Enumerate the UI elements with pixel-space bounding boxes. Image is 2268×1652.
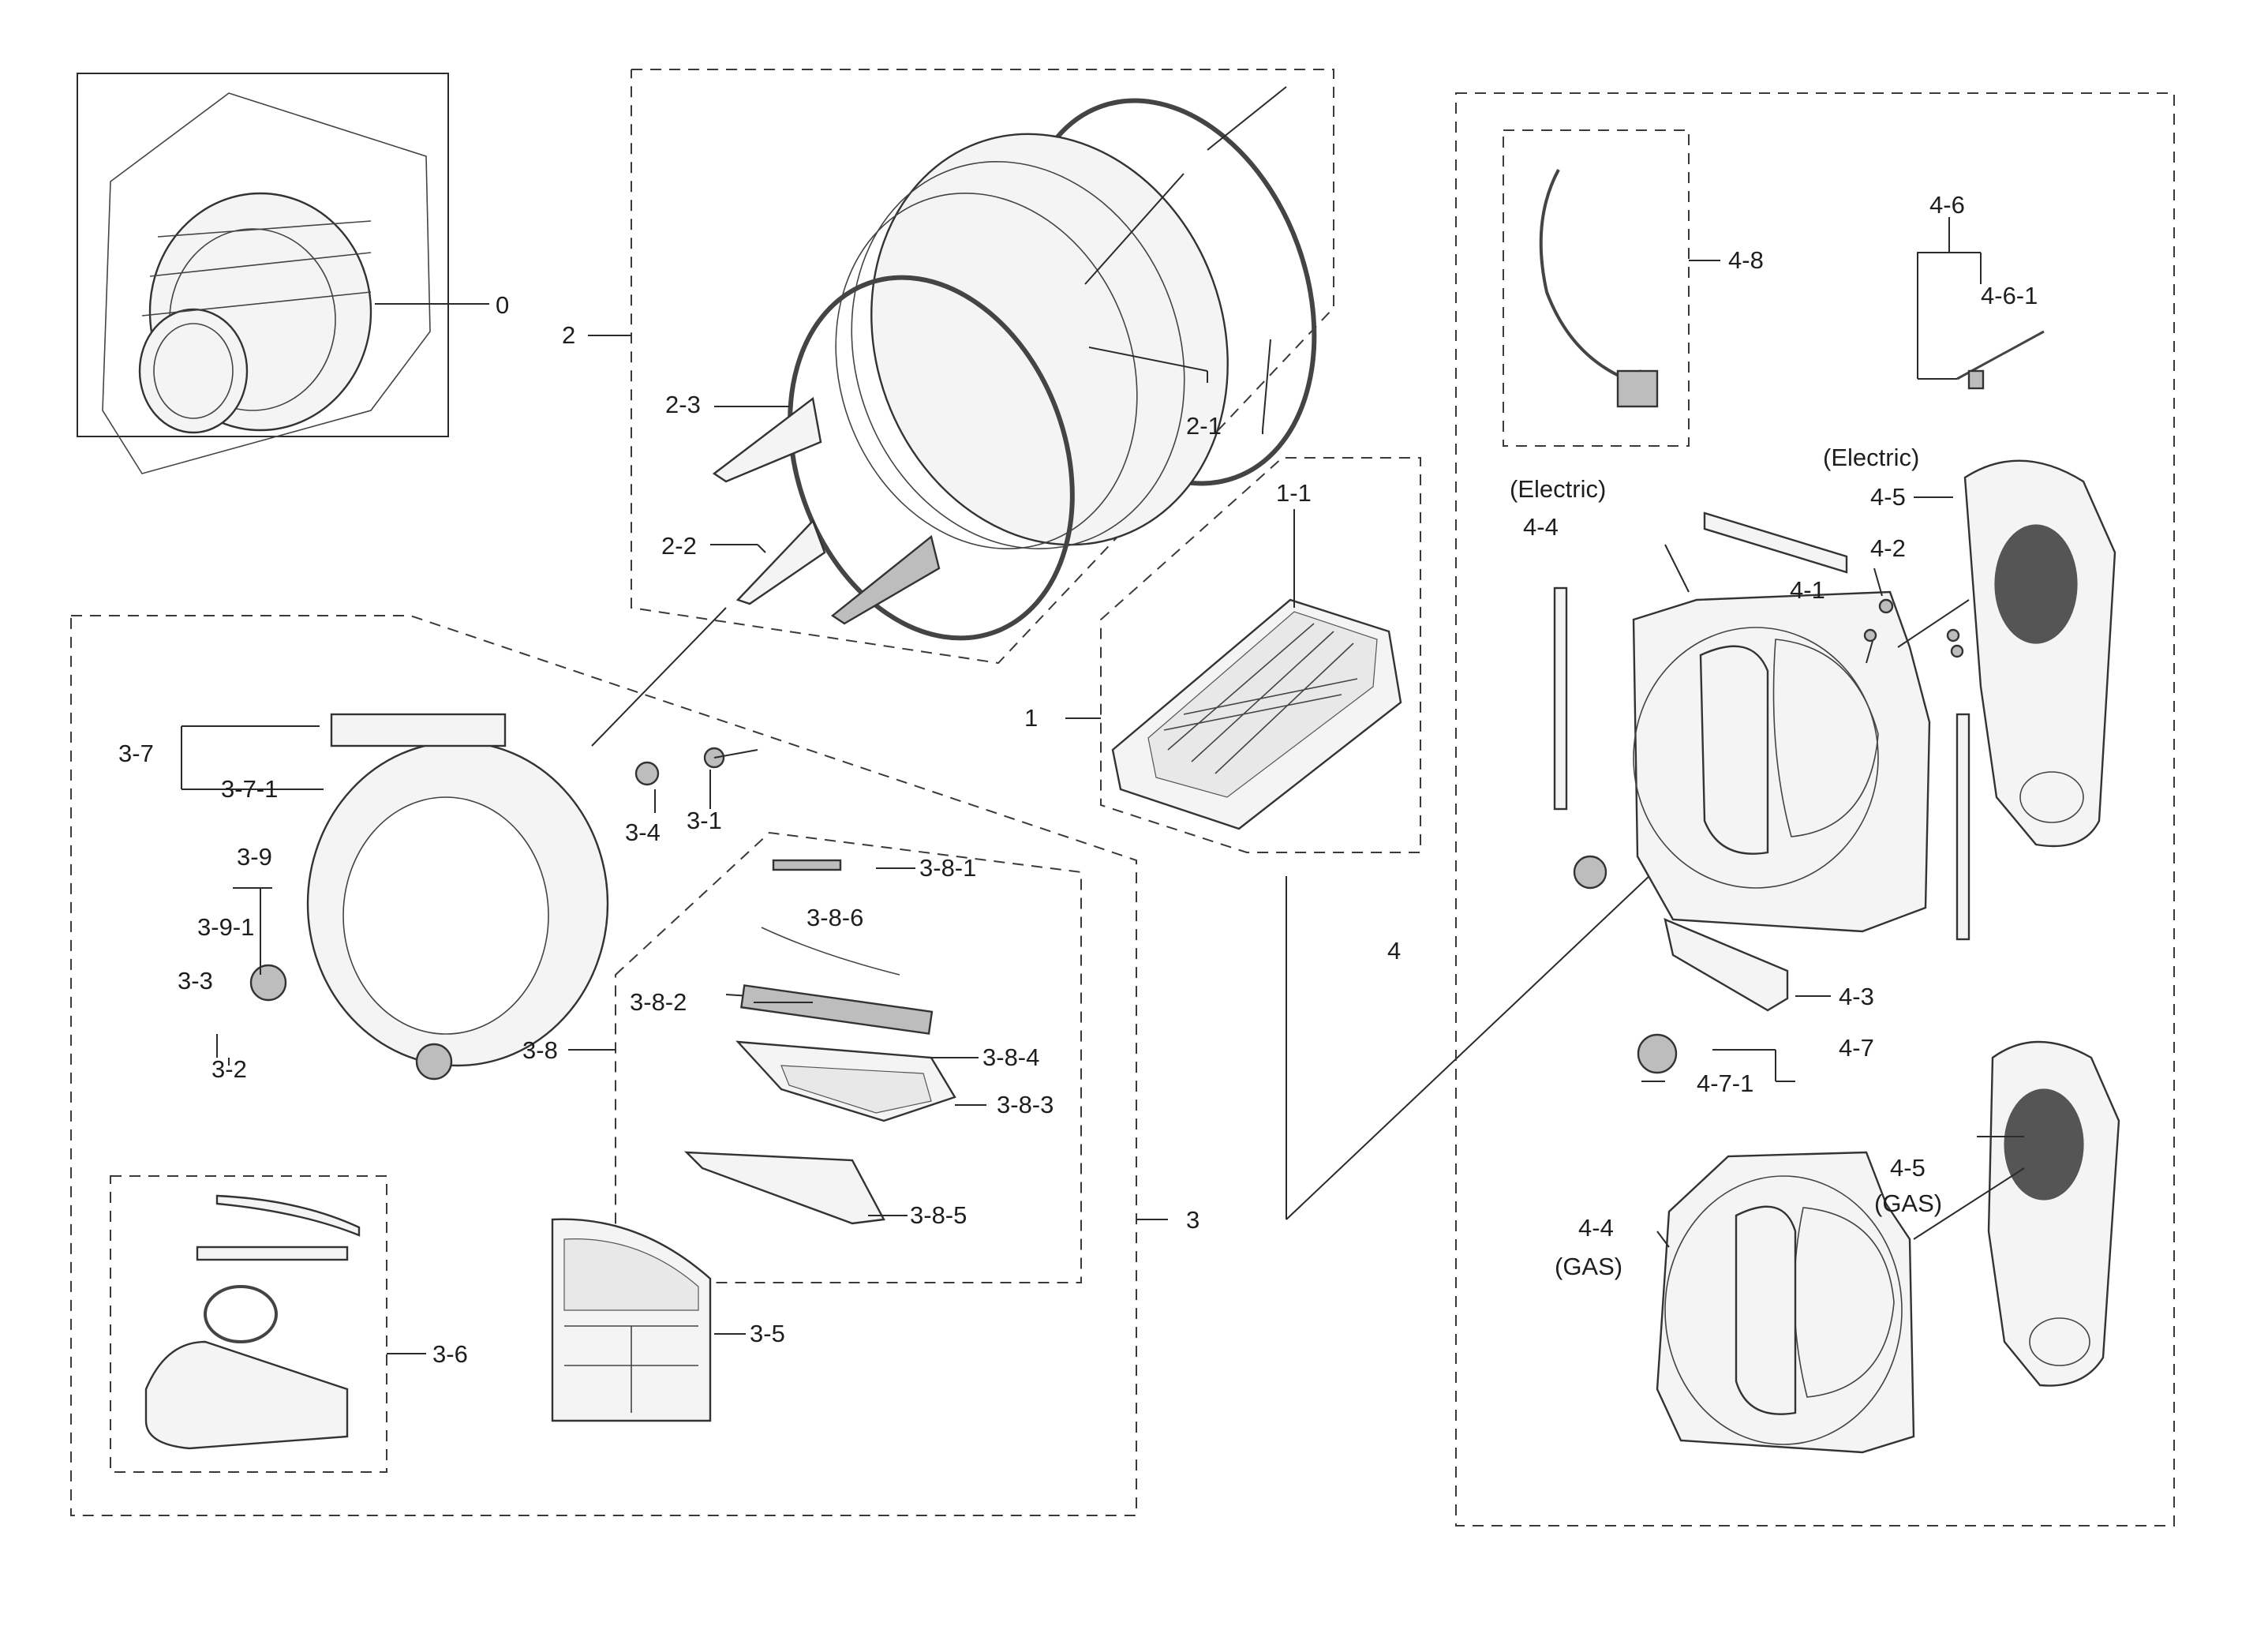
label-3-9: 3-9 [237, 843, 272, 871]
label-2-3: 2-3 [665, 391, 701, 418]
box-3-6 [110, 1175, 387, 1473]
label-3-6: 3-6 [432, 1340, 468, 1368]
box-4-8 [1503, 129, 1690, 447]
drum-front-seal [788, 275, 1075, 641]
label-gas-left: (GAS) [1555, 1253, 1622, 1280]
assembly-outline [102, 92, 431, 474]
drum-body [870, 133, 1229, 546]
group-1-filter [1065, 457, 1421, 853]
label-0: 0 [496, 291, 509, 319]
box-3 [70, 615, 1137, 1516]
label-3-8-3: 3-8-3 [997, 1091, 1054, 1118]
label-gas-right: (GAS) [1874, 1189, 1942, 1217]
group-3-front [70, 615, 1168, 1516]
label-4-4-electric: 4-4 [1523, 513, 1559, 541]
label-4-7: 4-7 [1839, 1034, 1874, 1062]
drum-lifter-3 [830, 534, 941, 625]
label-3-2: 3-2 [211, 1055, 247, 1083]
label-3-7: 3-7 [118, 740, 154, 767]
label-4-5-electric: 4-5 [1870, 483, 1906, 511]
label-4-1: 4-1 [1790, 576, 1825, 604]
bracket-4-3 [1664, 917, 1789, 1012]
label-3-8-5: 3-8-5 [910, 1201, 967, 1229]
label-4-4-gas: 4-4 [1578, 1214, 1614, 1242]
label-3-3: 3-3 [178, 967, 213, 995]
label-3-5: 3-5 [750, 1320, 785, 1347]
label-2-2: 2-2 [661, 532, 697, 560]
label-electric-right: (Electric) [1823, 444, 1919, 471]
label-3-7-1: 3-7-1 [221, 775, 278, 803]
callout-labels: 0 2 2-3 2-2 2-1 1-1 1 3-7 3-7-1 3-9 3-9-… [118, 191, 2038, 1368]
heater-mesh-gas [2004, 1088, 2084, 1201]
label-3-8: 3-8 [522, 1036, 558, 1064]
group-4-rear [1455, 92, 2175, 1527]
box-4 [1455, 92, 2175, 1527]
label-3-4: 3-4 [625, 819, 661, 846]
label-4-7-1: 4-7-1 [1697, 1069, 1753, 1097]
drum-lifter-1 [712, 396, 822, 483]
heater-mesh-electric [1994, 524, 2078, 644]
exhaust-duct [144, 1340, 349, 1450]
label-4-2: 4-2 [1870, 534, 1906, 562]
label-3-8-2: 3-8-2 [630, 988, 687, 1016]
label-1: 1 [1024, 704, 1038, 732]
group-0-assembly [77, 73, 489, 474]
label-3-8-4: 3-8-4 [982, 1043, 1039, 1071]
label-4-8: 4-8 [1728, 246, 1764, 274]
label-4-6: 4-6 [1929, 191, 1965, 219]
label-1-1: 1-1 [1276, 479, 1312, 507]
label-2-1: 2-1 [1186, 412, 1222, 440]
group-2-drum [588, 69, 1334, 665]
label-4-6-1: 4-6-1 [1981, 282, 2038, 309]
label-3: 3 [1186, 1206, 1199, 1234]
label-3-1: 3-1 [687, 807, 722, 834]
box-3-8 [615, 831, 1082, 1283]
label-electric-left: (Electric) [1510, 475, 1606, 503]
filter-frame [683, 1151, 885, 1225]
box-1 [1100, 457, 1421, 853]
drum-lifter-2 [735, 519, 826, 605]
label-3-8-1: 3-8-1 [919, 854, 976, 882]
label-3-9-1: 3-9-1 [197, 913, 254, 941]
label-2: 2 [562, 321, 575, 349]
heater-duct-electric [1963, 459, 2116, 848]
connector-line-a [591, 607, 727, 747]
label-3-8-6: 3-8-6 [807, 904, 863, 931]
wire-harness [1539, 169, 1642, 381]
rear-panel-electric [1632, 590, 1931, 933]
label-4-5-gas: 4-5 [1890, 1154, 1926, 1182]
label-4: 4 [1387, 937, 1401, 965]
label-4-3: 4-3 [1839, 983, 1874, 1010]
box-0 [77, 73, 449, 437]
